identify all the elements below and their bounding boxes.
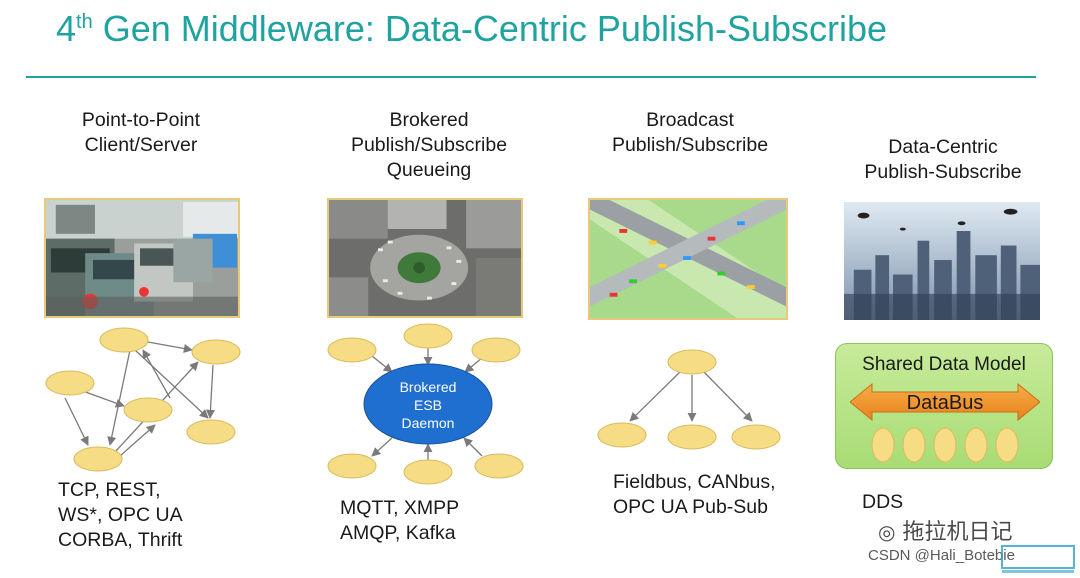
heading-line: Client/Server	[84, 134, 198, 156]
databus-label: DataBus	[907, 392, 984, 414]
heading-line: Publish-Subscribe	[864, 161, 1022, 183]
column-heading-data-centric: Data-Centric Publish-Subscribe	[828, 135, 1058, 185]
column-heading-broadcast: Broadcast Publish/Subscribe	[575, 108, 805, 158]
node	[123, 397, 173, 423]
edge	[134, 349, 209, 419]
protocols-broadcast: Fieldbus, CANbus, OPC UA Pub-Sub	[613, 470, 776, 520]
title-text: Gen Middleware: Data-Centric Publish-Sub…	[92, 8, 888, 49]
protocol-line: TCP, REST,	[58, 479, 161, 501]
heading-line: Point-to-Point	[81, 109, 201, 131]
node	[667, 349, 717, 375]
node	[933, 427, 957, 463]
broker-label-line: Daemon	[402, 415, 455, 431]
column-heading-point-to-point: Point-to-Point Client/Server	[26, 108, 256, 158]
point-to-point-diagram	[45, 327, 241, 472]
edge	[119, 424, 156, 457]
csdn-watermark: CSDN @Hali_Botebie	[868, 547, 1015, 564]
shared-data-model-box: Shared Data Model DataBus	[835, 343, 1053, 469]
node	[403, 459, 453, 485]
heading-line: Publish/Subscribe	[611, 134, 769, 156]
futuristic-city-photo	[842, 200, 1042, 322]
broker-daemon	[363, 363, 493, 445]
protocol-line: CORBA, Thrift	[58, 529, 183, 551]
wechat-icon: ◎	[878, 520, 896, 544]
edge	[107, 349, 131, 446]
edge	[79, 389, 125, 408]
broker-label-line: Brokered	[400, 379, 457, 395]
node	[474, 453, 524, 479]
node	[99, 327, 149, 353]
protocol-line: DDS	[862, 491, 904, 513]
protocols-brokered: MQTT, XMPP AMQP, Kafka	[340, 496, 459, 546]
node	[191, 339, 241, 365]
broker-label-line: ESB	[414, 397, 442, 413]
node	[871, 427, 895, 463]
node	[964, 427, 988, 463]
node	[667, 424, 717, 450]
title-divider	[26, 76, 1036, 78]
node	[45, 370, 95, 396]
edge	[629, 371, 681, 422]
shared-nodes	[871, 427, 1019, 463]
heading-line: Brokered	[389, 109, 469, 131]
edge	[114, 361, 199, 453]
protocols-data-centric: DDS	[862, 490, 903, 515]
node	[995, 427, 1019, 463]
traffic-jam-photo	[44, 198, 240, 318]
title-number: 4	[56, 8, 77, 49]
edge	[371, 437, 393, 457]
edge	[703, 371, 753, 422]
protocols-point-to-point: TCP, REST, WS*, OPC UA CORBA, Thrift	[58, 478, 183, 553]
protocol-line: MQTT, XMPP	[340, 497, 460, 519]
roundabout-photo	[327, 198, 523, 318]
protocol-line: Fieldbus, CANbus,	[613, 471, 776, 493]
node	[403, 323, 453, 349]
edge	[64, 397, 89, 446]
protocol-line: OPC UA Pub-Sub	[613, 496, 768, 518]
brokered-diagram: Brokered ESB Daemon	[327, 323, 524, 485]
title-superscript: th	[76, 11, 93, 33]
edge	[147, 341, 193, 354]
databus-arrow: DataBus	[850, 382, 1040, 422]
node	[186, 419, 236, 445]
highway-interchange-photo	[588, 198, 788, 320]
node	[731, 424, 781, 450]
shared-data-model-title: Shared Data Model	[862, 354, 1026, 375]
heading-line: Data-Centric	[888, 136, 998, 158]
edge	[464, 357, 483, 373]
edge	[463, 437, 483, 457]
edge	[205, 364, 216, 419]
node	[327, 337, 377, 363]
node	[902, 427, 926, 463]
databus-arrow-shape	[850, 382, 1040, 422]
heading-line: Publish/Subscribe	[350, 134, 508, 156]
page-title: 4th Gen Middleware: Data-Centric Publish…	[56, 8, 887, 50]
protocol-line: WS*, OPC UA	[58, 504, 183, 526]
protocol-line: AMQP, Kafka	[340, 522, 456, 544]
node	[73, 446, 123, 472]
edge	[371, 355, 393, 373]
edge	[142, 349, 171, 399]
heading-line: Queueing	[386, 159, 472, 181]
node	[471, 337, 521, 363]
omg-logo	[1001, 545, 1075, 573]
wechat-watermark: ◎ 拖拉机日记	[878, 514, 1012, 546]
node	[597, 422, 647, 448]
broadcast-diagram	[597, 349, 781, 450]
node	[327, 453, 377, 479]
wechat-watermark-text: 拖拉机日记	[902, 520, 1013, 545]
heading-line: Broadcast	[646, 109, 734, 131]
column-heading-brokered: Brokered Publish/Subscribe Queueing	[314, 108, 544, 183]
